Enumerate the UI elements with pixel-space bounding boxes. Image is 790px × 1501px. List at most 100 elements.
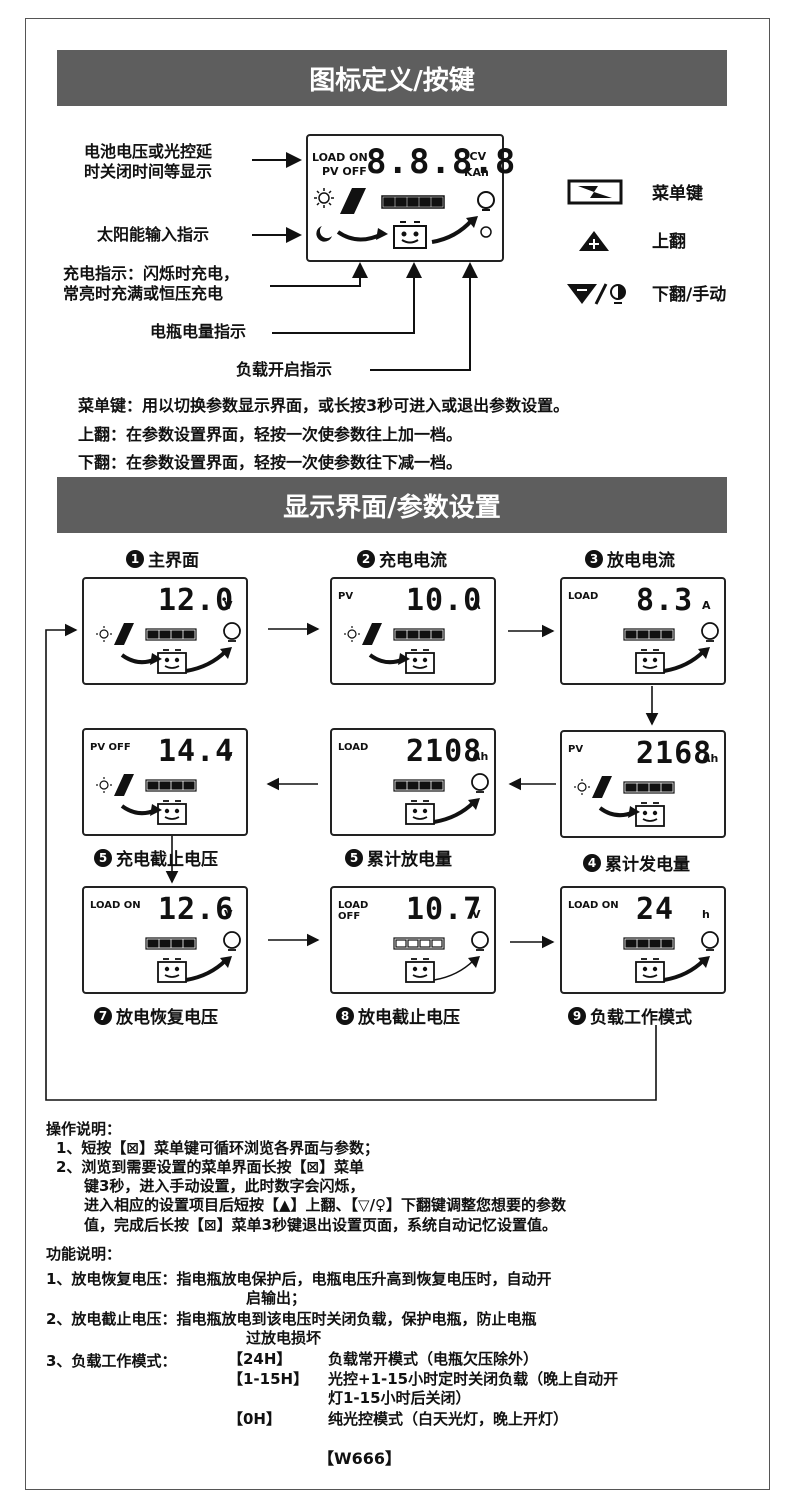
lcd-value: 10.0 (406, 583, 483, 618)
func-2a: 2、放电截止电压：指电瓶放电到该电压时关闭负载，保护电瓶，防止电瓶 (46, 1310, 537, 1328)
battery-level-icon (145, 779, 197, 792)
load-on-label: LOAD ON (312, 151, 368, 164)
mode-1-15h-key: 【1-15H】 (228, 1370, 309, 1388)
bulb-icon (701, 622, 719, 642)
screen-number: 7 (94, 1006, 112, 1025)
mode-0h-desc: 纯光控模式（白天光灯，晚上开灯） (328, 1410, 569, 1428)
battery-face-icon (635, 958, 665, 983)
ops-title: 操作说明： (46, 1120, 122, 1138)
sun-icon (314, 188, 334, 208)
lcd-icons (393, 931, 489, 983)
sun-icon (574, 779, 590, 795)
unit-top: °CV (464, 150, 487, 163)
battery-face-icon (405, 800, 435, 825)
battery-face-icon (405, 649, 435, 674)
lcd-value: 8.3 (636, 583, 694, 618)
ops-line-4: 进入相应的设置项目后短按【▲】上翻、【▽/♀】下翻键调整您想要的参数 (84, 1196, 567, 1214)
menu-key-icon[interactable] (567, 179, 623, 205)
lcd-unit: A (472, 599, 481, 612)
lcd-tag: LOAD (568, 591, 599, 602)
screen-number: 9 (568, 1006, 586, 1025)
lcd-icons (393, 773, 489, 825)
up-key-icon[interactable] (578, 230, 610, 252)
mode-1-15h-desc: 光控+1-15小时定时关闭负载（晚上自动开 (328, 1370, 619, 1388)
lcd-screen-discharge-current: LOAD 8.3 A (560, 577, 726, 685)
battery-face-icon (157, 958, 187, 983)
battery-level-icon (623, 781, 675, 794)
solar-panel-icon (340, 188, 366, 214)
battery-level-icon (381, 195, 445, 209)
battery-face-icon (157, 800, 187, 825)
lcd-icons (96, 622, 241, 674)
mode-0h-key: 【0H】 (228, 1410, 281, 1428)
solar-panel-icon (362, 623, 382, 645)
screen-number: 5 (94, 848, 112, 867)
key-desc-menu: 菜单键：用以切换参数显示界面，或长按3秒可进入或退出参数设置。 (78, 396, 570, 415)
page-frame (25, 18, 770, 1490)
load-arrow-icon (433, 959, 475, 981)
screen-number: 2 (357, 549, 375, 568)
lcd-tag: PV (338, 591, 354, 602)
sun-icon (96, 626, 112, 642)
down-key-icon[interactable] (566, 282, 628, 306)
model-number: 【W666】 (318, 1449, 402, 1468)
func-1b: 启输出； (246, 1289, 307, 1307)
pv-off-label: PV OFF (322, 165, 367, 178)
ops-line-5: 值，完成后长按【⊠】菜单3秒键退出设置页面，系统自动记忆设置值。 (84, 1216, 558, 1234)
func-1a: 1、放电恢复电压：指电瓶放电保护后，电瓶电压升高到恢复电压时，自动开 (46, 1270, 552, 1288)
moon-icon (316, 226, 332, 242)
solar-panel-icon (592, 776, 612, 798)
menu-key-label: 菜单键 (652, 184, 703, 204)
up-key-label: 上翻 (652, 232, 686, 252)
sun-icon (344, 626, 360, 642)
load-arrow-icon (663, 649, 706, 673)
load-arrow-icon (433, 800, 476, 824)
sun-icon (96, 777, 112, 793)
label-load-on: 负载开启指示 (236, 360, 333, 379)
battery-face-icon (635, 802, 665, 827)
segment-digits: 8.8.8.8 (366, 142, 517, 182)
lcd-icons (574, 776, 675, 827)
battery-level-icon (393, 937, 445, 950)
func-title: 功能说明： (46, 1245, 122, 1263)
lcd-unit: A (702, 599, 711, 612)
battery-level-icon (393, 779, 445, 792)
mode-24h-key: 【24H】 (228, 1350, 292, 1368)
lcd-icons (314, 188, 495, 249)
solar-panel-icon (114, 623, 134, 645)
screen-number: 8 (336, 1006, 354, 1025)
mode-24h-desc: 负载常开模式（电瓶欠压除外） (328, 1350, 539, 1368)
lcd-icons (344, 623, 445, 674)
bulb-icon (223, 622, 241, 642)
solar-panel-icon (114, 774, 134, 796)
lcd-unit: V (224, 599, 233, 612)
lcd-icons (96, 774, 197, 825)
bulb-icon (471, 931, 489, 951)
section-header-icons: 图标定义/按键 (57, 50, 727, 106)
key-desc-down: 下翻：在参数设置界面，轻按一次使参数往下减一档。 (78, 453, 463, 472)
screen-number: 3 (585, 549, 603, 568)
bulb-icon (701, 931, 719, 951)
battery-face-icon (405, 958, 435, 983)
battery-level-icon (623, 937, 675, 950)
screen-number: 5 (345, 848, 363, 867)
diagram-arrows (252, 152, 478, 371)
label-solar-input: 太阳能输入指示 (97, 225, 210, 244)
unit-bottom: KAh (464, 166, 489, 179)
load-arrow-icon (185, 649, 228, 673)
battery-level-icon (145, 628, 197, 641)
battery-face-icon (635, 649, 665, 674)
ops-line-1: 1、短按【⊠】菜单键可循环浏览各界面与参数； (56, 1139, 380, 1157)
ops-line-3: 键3秒，进入手动设置，此时数字会闪烁， (84, 1177, 365, 1195)
